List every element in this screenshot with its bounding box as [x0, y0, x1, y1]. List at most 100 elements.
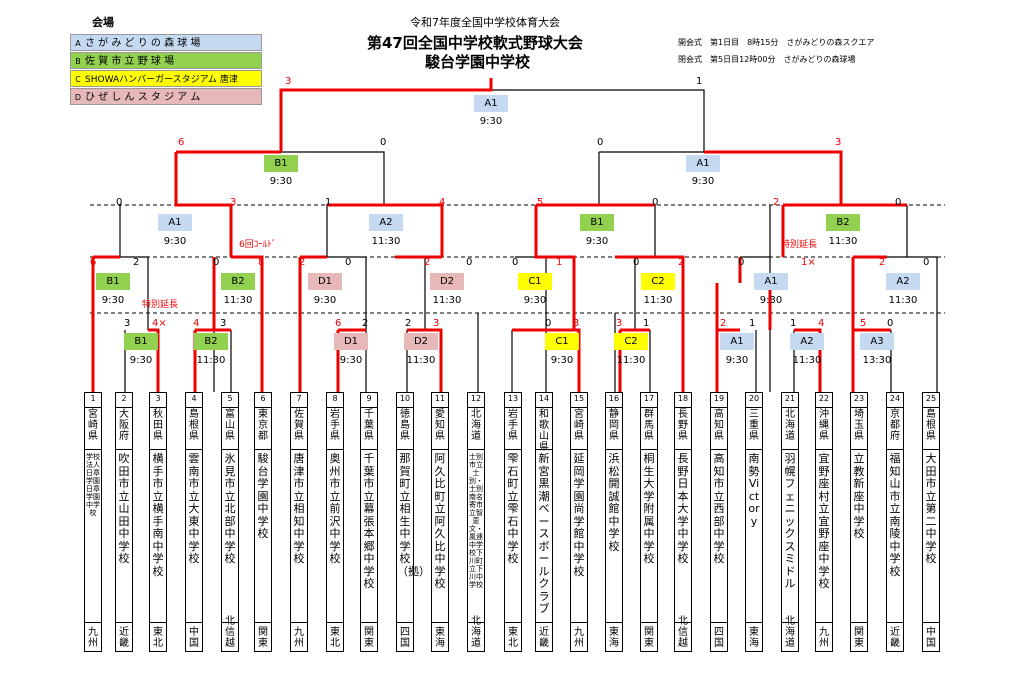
team-region: 四国: [714, 627, 724, 649]
score: 4×: [152, 318, 167, 329]
game-box: B2: [221, 273, 255, 290]
score: 0: [633, 257, 640, 268]
score: 3: [220, 318, 227, 329]
team-prefecture: 東京都: [258, 409, 268, 442]
game-box: C1: [518, 273, 552, 290]
team-region: 中国: [189, 627, 199, 649]
team-number: 17: [643, 394, 655, 403]
team-prefecture: 和歌山県: [539, 409, 549, 453]
team-number: 6: [260, 394, 266, 403]
score: 0: [597, 137, 604, 148]
score: 2: [299, 257, 306, 268]
team-number: 16: [608, 394, 620, 403]
team-school: 吹田市立山田中学校: [118, 452, 130, 565]
game-time: 11:30: [616, 355, 646, 366]
team-region: 関東: [364, 627, 374, 649]
game-time: 9:30: [523, 295, 547, 306]
team-number: 1: [90, 394, 96, 403]
score: 4: [439, 197, 446, 208]
score: 0: [213, 257, 220, 268]
team-region: 関東: [644, 627, 654, 649]
opening-ceremony: 開会式 第1日目 8時15分 さがみどりの森スクエア: [678, 38, 875, 47]
score: 0: [466, 257, 473, 268]
team-number: 3: [155, 394, 161, 403]
game-box: D1: [334, 333, 368, 350]
venue-code: A: [75, 39, 81, 48]
team-region: 東海: [609, 627, 619, 649]
team-number: 22: [818, 394, 830, 403]
score: 2: [133, 257, 140, 268]
team-prefecture: 京都府: [890, 409, 900, 442]
game-time: 9:30: [129, 355, 153, 366]
game-box: A1: [720, 333, 754, 350]
score: 0: [345, 257, 352, 268]
extra-innings-note: 特別延長: [781, 240, 818, 250]
team-region: 中国: [926, 627, 936, 649]
venue-name: ひ ぜ し ん ス タ ジ ア ム: [85, 92, 201, 103]
score: 4: [818, 318, 825, 329]
score: 1×: [801, 257, 816, 268]
game-time: 13:30: [862, 355, 892, 366]
team-prefecture: 岩手県: [330, 409, 340, 442]
game-time: 11:30: [888, 295, 918, 306]
team-number: 21: [784, 394, 796, 403]
game-box: C2: [641, 273, 675, 290]
team-school: 新宮黒潮ベースボールクラブ: [538, 452, 550, 615]
game-time: 11:30: [196, 355, 226, 366]
game-box: B1: [580, 214, 614, 231]
score: 0: [923, 257, 930, 268]
game-box: B1: [96, 273, 130, 290]
venue-code: B: [75, 57, 81, 66]
team-prefecture: 静岡県: [609, 409, 619, 442]
team-number: 2: [121, 394, 127, 403]
score: 3: [124, 318, 131, 329]
team-region: 九州: [88, 627, 98, 649]
team-number: 11: [434, 394, 446, 403]
game-time: 11:30: [792, 355, 822, 366]
team-number: 9: [366, 394, 372, 403]
team-region: 四国: [400, 627, 410, 649]
team-school: 高知市立西部中学校: [713, 452, 725, 565]
score: 1: [325, 197, 332, 208]
game-box: A3: [860, 333, 894, 350]
game-box: D1: [308, 273, 342, 290]
team-prefecture: 島根県: [189, 409, 199, 442]
game-box: A2: [886, 273, 920, 290]
score: 5: [537, 197, 544, 208]
game-time: 9:30: [269, 176, 293, 187]
game-box: D2: [430, 273, 464, 290]
score: 0: [116, 197, 123, 208]
game-time: 11:30: [371, 236, 401, 247]
game-time: 9:30: [479, 116, 503, 127]
team-number: 15: [573, 394, 585, 403]
team-region: 近畿: [539, 627, 549, 649]
team-school: 南勢Victory: [748, 452, 760, 528]
team-school: 阿久比町立阿久比中学校: [434, 452, 446, 590]
team-prefecture: 長野県: [678, 409, 688, 442]
team-region: 近畿: [890, 627, 900, 649]
team-prefecture: 秋田県: [153, 409, 163, 442]
score: 2: [773, 197, 780, 208]
team-school: 奥州市立前沢中学校: [329, 452, 341, 565]
game-time: 9:30: [759, 295, 783, 306]
game-time: 9:30: [585, 236, 609, 247]
game-box: D2: [404, 333, 438, 350]
score: 6: [178, 137, 185, 148]
game-box: A1: [158, 214, 192, 231]
team-number: 24: [889, 394, 901, 403]
closing-ceremony: 閉会式 第5日目12時00分 さがみどりの森球場: [678, 55, 856, 64]
team-school: 氷見市立北部中学校: [224, 452, 236, 565]
game-box: A1: [686, 155, 720, 172]
team-school: 大田市立第二中学校: [925, 452, 937, 565]
team-number: 19: [713, 394, 725, 403]
game-box: B2: [194, 333, 228, 350]
team-school: 駿台学園中学校: [257, 452, 269, 540]
